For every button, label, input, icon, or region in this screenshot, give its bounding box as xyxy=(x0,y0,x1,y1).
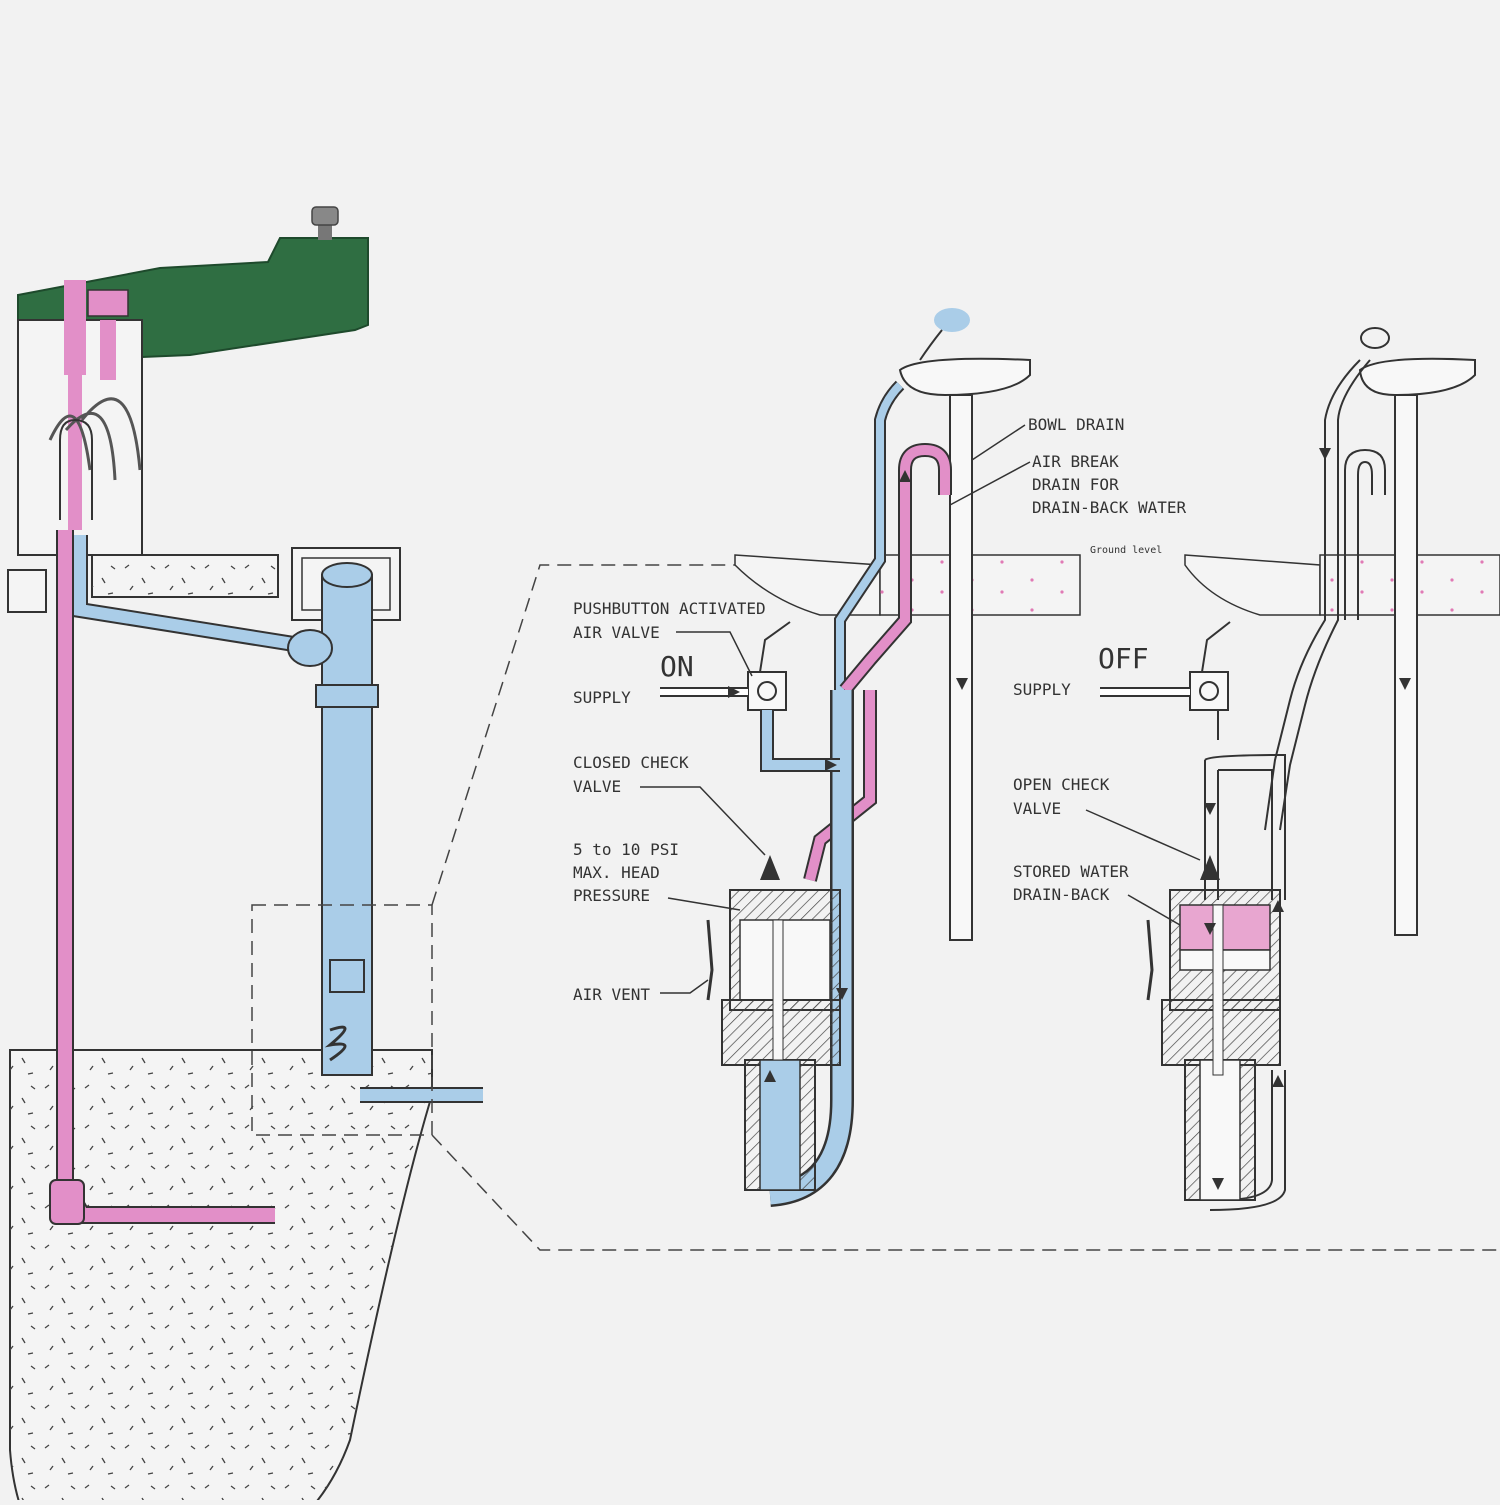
bowl-off xyxy=(1358,357,1476,397)
off-state-detail: Ground level xyxy=(1013,327,1500,1211)
air-valve-icon xyxy=(747,621,791,711)
bubbler-knob xyxy=(318,222,332,240)
label-head-pressure-1: 5 to 10 PSI xyxy=(573,840,679,859)
label-supply-on: SUPPLY xyxy=(573,688,631,707)
check-valve-icon xyxy=(760,855,780,880)
label-air-break-1: AIR BREAK xyxy=(1032,452,1119,471)
valve-body-on xyxy=(721,889,841,1191)
label-pushbutton-2: AIR VALVE xyxy=(573,623,660,642)
label-closed-check-1: CLOSED CHECK xyxy=(573,753,689,772)
callout-box xyxy=(251,904,433,1136)
label-air-break-2: DRAIN FOR xyxy=(1032,475,1119,494)
label-open-check-1: OPEN CHECK xyxy=(1013,775,1110,794)
label-open-check-2: VALVE xyxy=(1013,799,1061,818)
freeze-valve xyxy=(287,562,379,1076)
label-air-vent: AIR VENT xyxy=(573,985,650,1004)
label-bowl-drain: BOWL DRAIN xyxy=(1028,415,1124,434)
label-ground-level: Ground level xyxy=(1090,545,1162,556)
flow-arrow-icon xyxy=(728,470,968,1082)
label-supply-off: SUPPLY xyxy=(1013,680,1071,699)
label-stored-water-1: STORED WATER xyxy=(1013,862,1129,881)
label-air-break-3: DRAIN-BACK WATER xyxy=(1032,498,1186,517)
fountain-overview xyxy=(7,206,483,1505)
label-closed-check-2: VALVE xyxy=(573,777,621,796)
label-head-pressure-3: PRESSURE xyxy=(573,886,650,905)
label-pushbutton-1: PUSHBUTTON ACTIVATED xyxy=(573,599,766,618)
air-valve-off-icon xyxy=(1189,621,1231,711)
bowl-on xyxy=(898,357,1031,397)
label-on: ON xyxy=(660,650,694,683)
valve-body-off xyxy=(1161,889,1281,1201)
label-head-pressure-2: MAX. HEAD xyxy=(573,863,660,882)
on-state-detail: ON PUSHBUTTON ACTIVATED AIR VALVE SUPPLY… xyxy=(573,308,1186,1207)
label-off: OFF xyxy=(1098,642,1149,675)
label-stored-water-2: DRAIN-BACK xyxy=(1013,885,1110,904)
